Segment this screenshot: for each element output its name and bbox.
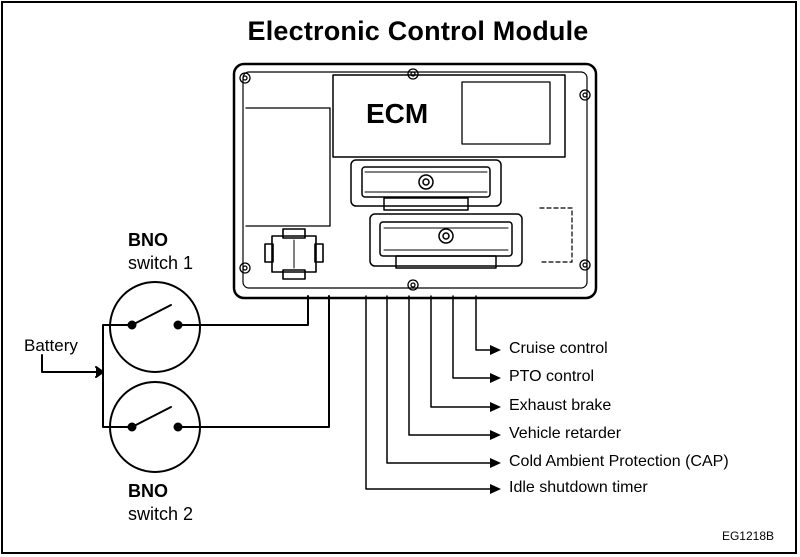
ecm-housing (232, 62, 598, 300)
diagram-title: Electronic Control Module (247, 16, 589, 46)
output-label-vehicle-retarder: Vehicle retarder (509, 425, 622, 442)
lower-connector (369, 213, 523, 269)
mounting-bolt (239, 68, 591, 291)
output-wires (365, 295, 492, 490)
ecm-label: ECM (366, 98, 429, 129)
figure-code: EG1218B (721, 529, 774, 543)
battery-label: Battery (24, 336, 78, 355)
switch-wires (177, 295, 330, 428)
switch2-label-line1: BNO (128, 481, 168, 501)
switch2-label-line2: switch 2 (128, 504, 194, 524)
output-label-cap: Cold Ambient Protection (CAP) (509, 453, 729, 470)
switch1-label-line1: BNO (128, 230, 168, 250)
upper-connector (350, 159, 502, 211)
output-label-idle-shutdown-timer: Idle shutdown timer (509, 479, 648, 496)
output-label-exhaust-brake: Exhaust brake (509, 397, 612, 414)
battery-wire (41, 324, 133, 428)
output-label-pto-control: PTO control (509, 368, 595, 385)
switch-connector (264, 228, 324, 280)
bno-switch-1 (109, 281, 201, 373)
output-arrowheads (490, 345, 501, 494)
switch1-label-line2: switch 1 (128, 253, 194, 273)
output-label-cruise-control: Cruise control (509, 340, 608, 357)
